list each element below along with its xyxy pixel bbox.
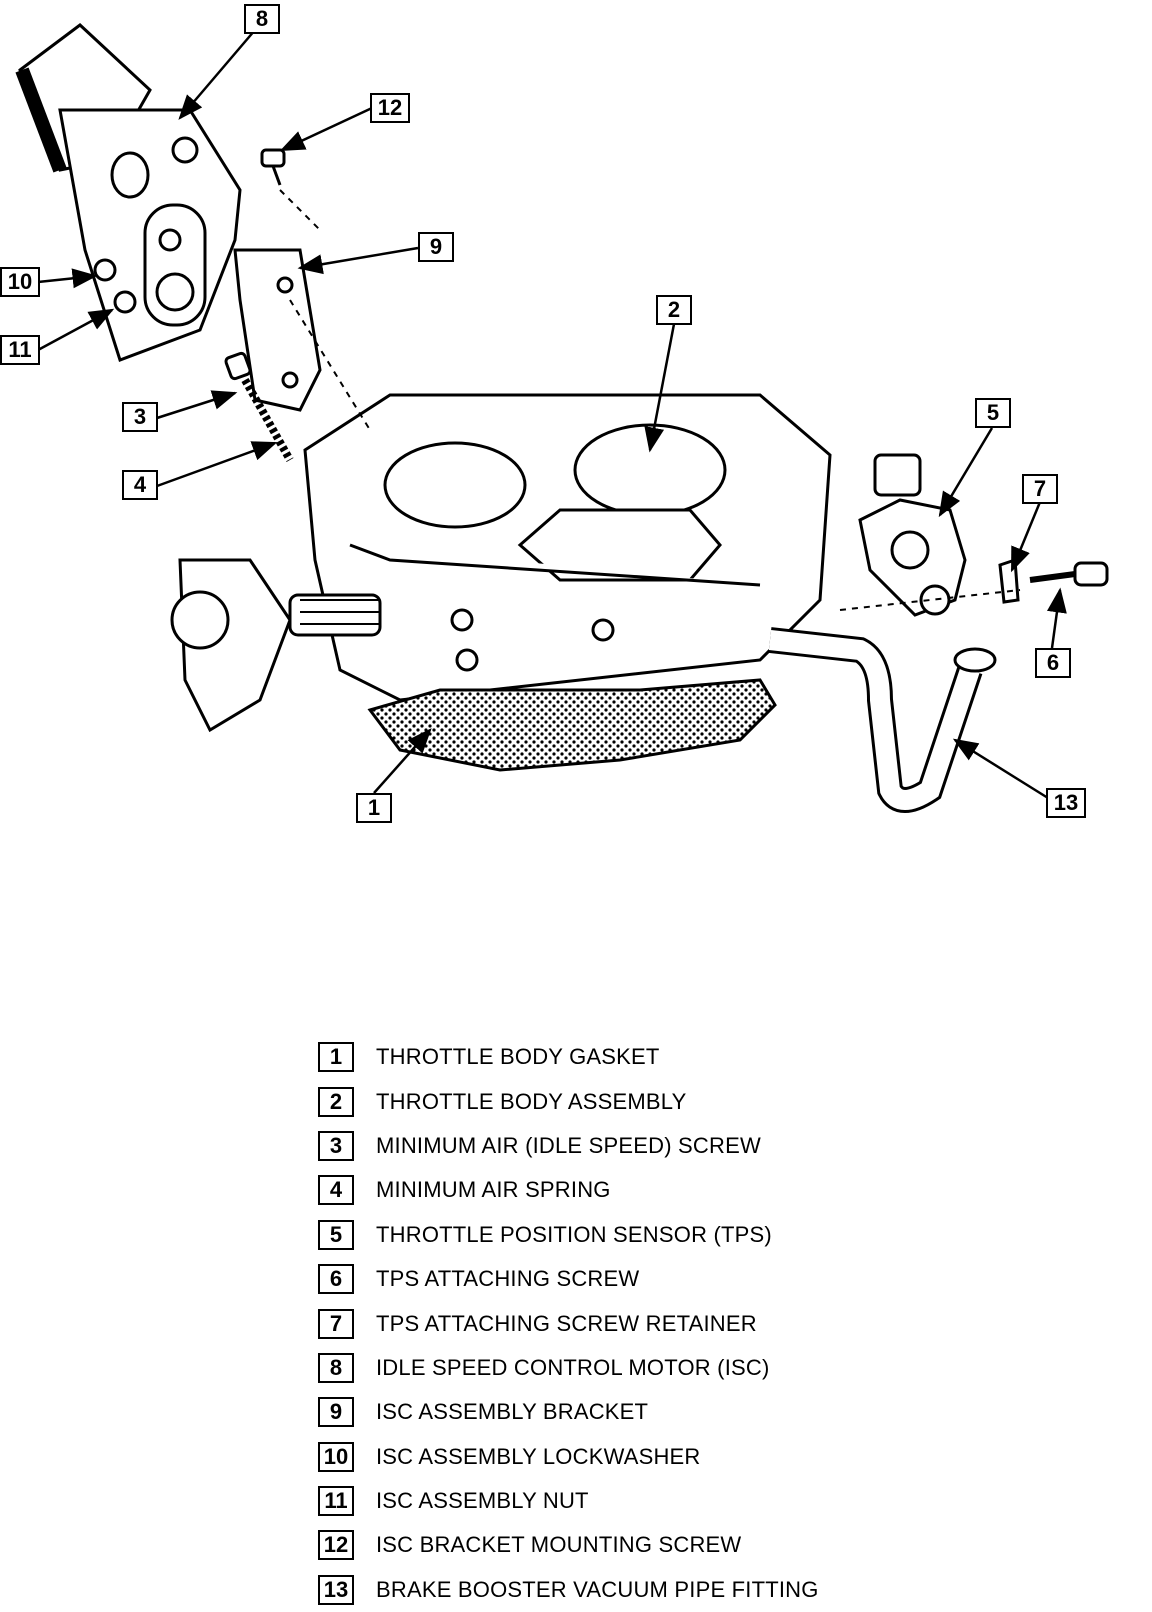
isc-bracket-drawing xyxy=(233,248,322,412)
callout-4: 4 xyxy=(122,470,158,500)
callout-1: 1 xyxy=(356,793,392,823)
legend-row: 13 BRAKE BOOSTER VACUUM PIPE FITTING xyxy=(318,1568,878,1612)
tps-screw-drawing xyxy=(1029,561,1109,587)
tps-drawing xyxy=(858,453,967,617)
legend-number: 10 xyxy=(318,1441,354,1472)
legend-number: 7 xyxy=(318,1308,354,1339)
legend-number: 6 xyxy=(318,1264,354,1295)
legend-number: 9 xyxy=(318,1397,354,1428)
legend-number: 4 xyxy=(318,1175,354,1206)
legend-label: THROTTLE BODY ASSEMBLY xyxy=(376,1088,687,1114)
legend-row: 6 TPS ATTACHING SCREW xyxy=(318,1257,878,1301)
legend-row: 12 ISC BRACKET MOUNTING SCREW xyxy=(318,1523,878,1567)
callout-2: 2 xyxy=(656,295,692,325)
legend-label: BRAKE BOOSTER VACUUM PIPE FITTING xyxy=(376,1576,819,1602)
legend-number: 13 xyxy=(318,1574,354,1605)
legend-row: 8 IDLE SPEED CONTROL MOTOR (ISC) xyxy=(318,1346,878,1390)
legend-label: ISC ASSEMBLY NUT xyxy=(376,1488,589,1514)
legend-row: 9 ISC ASSEMBLY BRACKET xyxy=(318,1390,878,1434)
legend-number: 8 xyxy=(318,1352,354,1383)
assembly-lines xyxy=(279,189,1021,611)
callout-7: 7 xyxy=(1022,474,1058,504)
idle-screw-and-spring-drawing xyxy=(224,351,294,462)
legend-row: 11 ISC ASSEMBLY NUT xyxy=(318,1479,878,1523)
legend-label: TPS ATTACHING SCREW RETAINER xyxy=(376,1310,757,1336)
legend-number: 1 xyxy=(318,1042,354,1073)
callout-9: 9 xyxy=(418,232,454,262)
throttle-body-gasket-drawing xyxy=(367,678,777,772)
legend-number: 2 xyxy=(318,1086,354,1117)
legend-label: ISC ASSEMBLY BRACKET xyxy=(376,1399,649,1425)
legend-row: 3 MINIMUM AIR (IDLE SPEED) SCREW xyxy=(318,1124,878,1168)
callout-13: 13 xyxy=(1046,788,1086,818)
legend-label: MINIMUM AIR SPRING xyxy=(376,1177,611,1203)
legend-number: 11 xyxy=(318,1486,354,1517)
parts-legend: 1 THROTTLE BODY GASKET 2 THROTTLE BODY ASS… xyxy=(318,1035,878,1612)
vacuum-pipe-drawing xyxy=(768,627,997,813)
legend-label: ISC ASSEMBLY LOCKWASHER xyxy=(376,1443,701,1469)
legend-label: THROTTLE BODY GASKET xyxy=(376,1044,660,1070)
legend-label: IDLE SPEED CONTROL MOTOR (ISC) xyxy=(376,1354,770,1380)
leader-lines xyxy=(37,29,1067,800)
legend-row: 5 THROTTLE POSITION SENSOR (TPS) xyxy=(318,1213,878,1257)
legend-label: ISC BRACKET MOUNTING SCREW xyxy=(376,1532,742,1558)
legend-label: MINIMUM AIR (IDLE SPEED) SCREW xyxy=(376,1132,761,1158)
legend-row: 7 TPS ATTACHING SCREW RETAINER xyxy=(318,1301,878,1345)
legend-number: 5 xyxy=(318,1219,354,1250)
legend-label: THROTTLE POSITION SENSOR (TPS) xyxy=(376,1221,772,1247)
callout-11: 11 xyxy=(0,335,40,365)
callout-6: 6 xyxy=(1035,648,1071,678)
tps-retainer-drawing xyxy=(998,557,1020,604)
callout-3: 3 xyxy=(122,402,158,432)
legend-row: 1 THROTTLE BODY GASKET xyxy=(318,1035,878,1079)
legend-row: 10 ISC ASSEMBLY LOCKWASHER xyxy=(318,1435,878,1479)
legend-label: TPS ATTACHING SCREW xyxy=(376,1266,640,1292)
legend-row: 4 MINIMUM AIR SPRING xyxy=(318,1168,878,1212)
legend-number: 12 xyxy=(318,1530,354,1561)
throttle-body-drawing xyxy=(303,393,832,702)
throttle-linkage-drawing xyxy=(170,558,382,733)
callout-10: 10 xyxy=(0,267,40,297)
callout-8: 8 xyxy=(244,4,280,34)
callout-5: 5 xyxy=(975,398,1011,428)
callout-12: 12 xyxy=(370,93,410,123)
legend-row: 2 THROTTLE BODY ASSEMBLY xyxy=(318,1079,878,1123)
exploded-parts-diagram xyxy=(15,23,1109,813)
isc-motor-drawing xyxy=(15,23,242,362)
bracket-mounting-screw-drawing xyxy=(260,148,286,186)
legend-number: 3 xyxy=(318,1130,354,1161)
